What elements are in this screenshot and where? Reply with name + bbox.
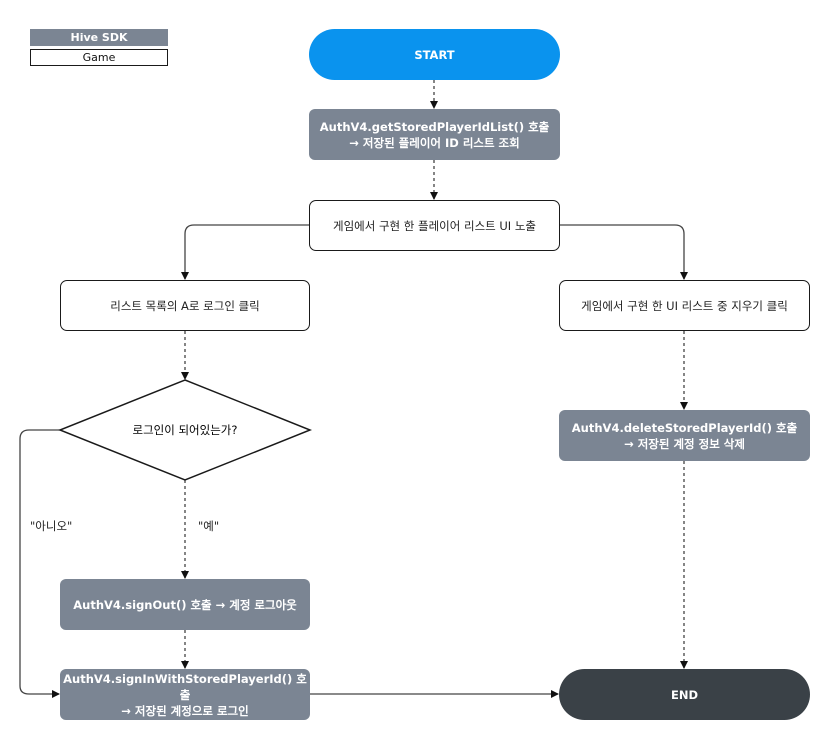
legend-hive-sdk: Hive SDK [30, 29, 168, 46]
legend-game: Game [30, 49, 168, 66]
end-node: END [559, 669, 810, 720]
edge-decision-no [19, 429, 60, 698]
show-player-list-ui-node: 게임에서 구현 한 플레이어 리스트 UI 노출 [309, 200, 560, 251]
sign-out-node: AuthV4.signOut() 호출 → 계정 로그아웃 [60, 579, 310, 630]
edge-label-no: "아니오" [30, 519, 73, 533]
edge-showlist-to-login [181, 224, 309, 280]
is-logged-in-decision: 로그인이 되어있는가? [132, 423, 238, 437]
sign-in-with-stored-player-id-node: AuthV4.signInWithStoredPlayerId() 호출 → 저… [60, 669, 310, 720]
edge-showlist-to-delete [560, 224, 688, 280]
delete-stored-player-id-node: AuthV4.deleteStoredPlayerId() 호출 → 저장된 계… [559, 410, 810, 461]
start-node: START [309, 29, 560, 80]
click-login-with-a-node: 리스트 목록의 A로 로그인 클릭 [60, 280, 310, 331]
decision-diamond-shape [57, 379, 313, 481]
click-delete-node: 게임에서 구현 한 UI 리스트 중 지우기 클릭 [559, 280, 810, 331]
get-stored-player-id-list-node: AuthV4.getStoredPlayerIdList() 호출 → 저장된 … [309, 109, 560, 160]
edge-label-yes: "예" [198, 519, 220, 533]
